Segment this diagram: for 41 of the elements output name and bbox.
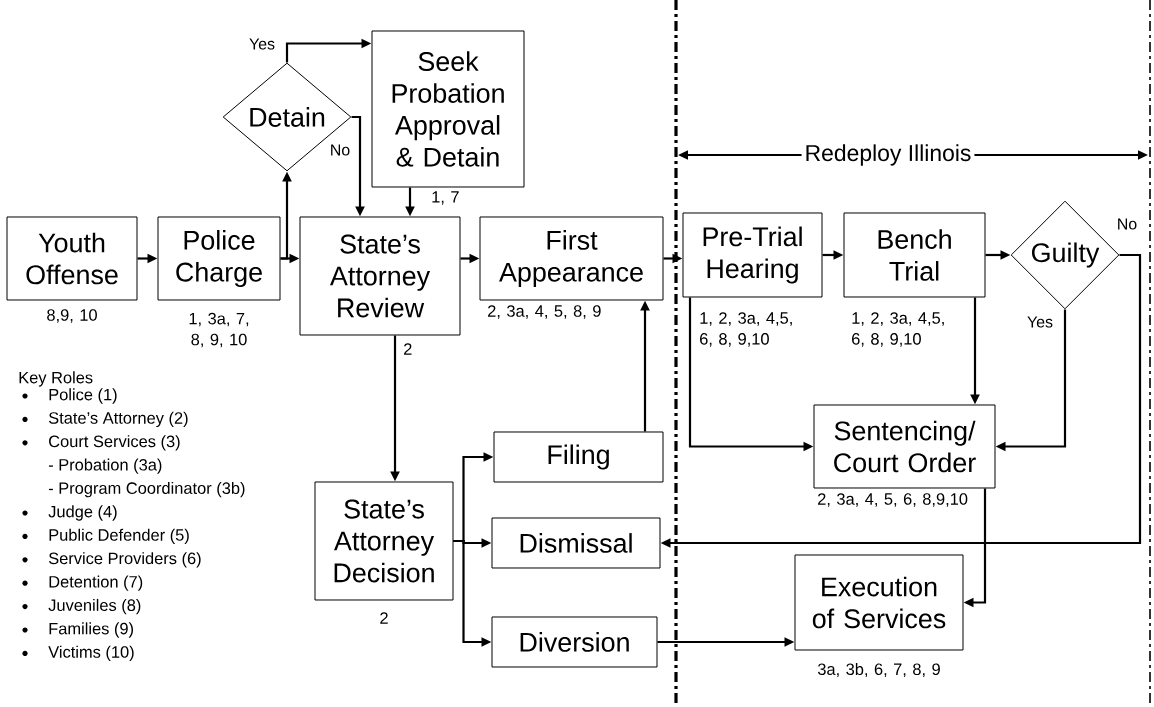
process-box: First Appearance [479, 216, 664, 301]
role-numbers: 8,9, 10 [47, 309, 97, 323]
process-box: Diversion [491, 616, 658, 668]
process-box: State’s Attorney Decision [314, 481, 454, 601]
process-box: Sentencing/ Court Order [813, 404, 996, 489]
role-item: Court Services (3) [49, 435, 180, 451]
role-numbers: 2, 3a, 4, 5, 8, 9 [488, 305, 601, 319]
role-item: Families (9) [49, 622, 133, 638]
process-box: Execution of Services [794, 554, 964, 651]
process-box: Filing [493, 431, 664, 483]
role-numbers: 1, 3a, 7, 8, 9, 10 [189, 312, 249, 348]
process-box: Dismissal [491, 517, 661, 569]
role-item: - Program Coordinator (3b) [48, 481, 245, 498]
role-numbers: 1, 2, 3a, 4,5, 6, 8, 9,10 [700, 312, 792, 347]
role-numbers: 1, 7 [432, 191, 459, 205]
role-item: Detention (7) [49, 575, 143, 591]
role-numbers: 2, 3a, 4, 5, 6, 8,9,10 [818, 493, 968, 507]
role-item: - Probation (3a) [48, 458, 162, 474]
role-item: Key Roles [19, 371, 93, 387]
role-numbers: 1, 2, 3a, 4,5, 6, 8, 9,10 [852, 312, 944, 347]
role-item: Public Defender (5) [49, 528, 189, 545]
process-box: Pre-Trial Hearing [682, 212, 823, 298]
role-item: Service Providers (6) [48, 552, 201, 568]
process-box: Bench Trial [843, 212, 986, 298]
edge-label: Yes [249, 38, 275, 50]
process-box: Seek Probation Approval & Detain [371, 30, 525, 188]
role-numbers: 2 [380, 612, 388, 624]
process-box: Youth Offense [6, 216, 138, 301]
role-item: Juveniles (8) [48, 598, 141, 615]
edge-label: No [1118, 218, 1137, 230]
role-item: Police (1) [49, 388, 117, 404]
role-item: Judge (4) [48, 505, 117, 521]
edge-label: No [331, 144, 350, 156]
process-box: State’s Attorney Review [299, 216, 461, 336]
edge-label: Yes [1027, 316, 1053, 328]
role-numbers: 3a, 3b, 6, 7, 8, 9 [817, 663, 940, 677]
region-label: Redeploy Illinois [801, 141, 975, 169]
process-box: Police Charge [157, 216, 281, 301]
role-item: State’s Attorney (2) [48, 411, 188, 428]
role-numbers: 2 [404, 343, 412, 355]
role-item: Victims (10) [48, 645, 134, 662]
